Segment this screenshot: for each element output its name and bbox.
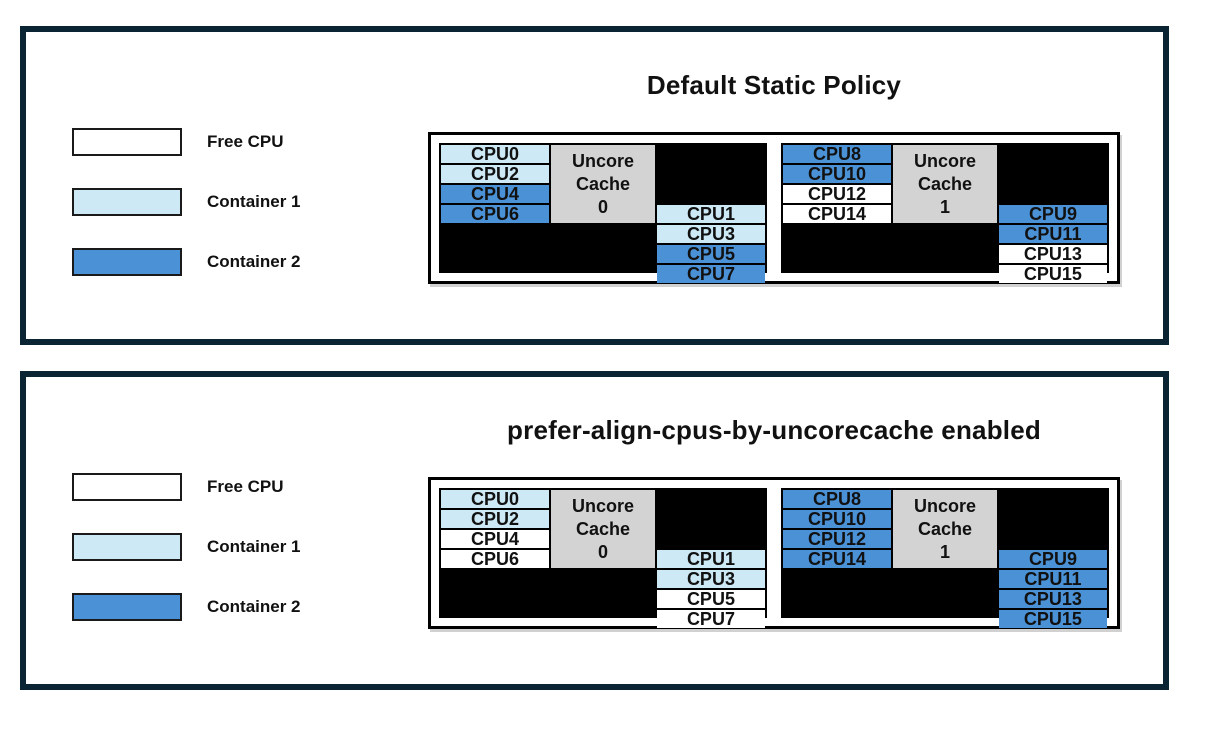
cpu-cell-cpu13: CPU13 [998, 245, 1107, 263]
cpu-cell-cpu4: CPU4 [441, 530, 550, 548]
cpu-cell-cpu5: CPU5 [656, 590, 765, 608]
uncore-cluster-0: CPU0 CPU2 CPU4 CPU6 Uncore Cache 0 CPU1 … [439, 488, 767, 628]
legend-swatch-container-2 [72, 248, 182, 276]
panel-prefer-align-cpus-by-uncorecache: prefer-align-cpus-by-uncorecache enabled… [20, 371, 1169, 690]
cpu-cell-cpu6: CPU6 [441, 205, 550, 223]
cpu-cell-cpu15: CPU15 [998, 265, 1107, 283]
cache-label-line: 0 [597, 542, 608, 562]
cache-label-line: Uncore [913, 496, 976, 516]
cpu-cell-cpu3: CPU3 [656, 570, 765, 588]
cpu-cell-cpu9: CPU9 [998, 550, 1107, 568]
legend-item-free-cpu: Free CPU [72, 128, 301, 156]
cpu-cell-cpu11: CPU11 [998, 570, 1107, 588]
cache-label-line: 1 [939, 542, 950, 562]
cache-label-line: Uncore [571, 496, 634, 516]
cpu-cell-cpu13: CPU13 [998, 590, 1107, 608]
cpu-cell-cpu0: CPU0 [441, 490, 550, 508]
legend-swatch-free-cpu [72, 128, 182, 156]
uncore-cluster-1: CPU8 CPU10 CPU12 CPU14 Uncore Cache 1 CP… [781, 488, 1109, 628]
cpu-cell-cpu10: CPU10 [783, 165, 892, 183]
legend-label: Container 2 [207, 252, 301, 271]
cache-label-line: Uncore [913, 151, 976, 171]
cache-label-line: Uncore [571, 151, 634, 171]
uncore-cluster-0: CPU0 CPU2 CPU4 CPU6 Uncore Cache 0 CPU1 … [439, 143, 767, 283]
cpu-cell-cpu2: CPU2 [441, 165, 550, 183]
cpu-cell-cpu10: CPU10 [783, 510, 892, 528]
cache-label-line: 1 [939, 197, 950, 217]
legend-label: Container 1 [207, 537, 301, 556]
uncore-cache-1-box: Uncore Cache 1 [893, 490, 997, 568]
legend-item-container-2: Container 2 [72, 248, 301, 276]
legend-item-container-1: Container 1 [72, 188, 301, 216]
cpu-cell-cpu0: CPU0 [441, 145, 550, 163]
cpu-cell-cpu12: CPU12 [783, 530, 892, 548]
cpu-cell-cpu7: CPU7 [656, 265, 765, 283]
cpu-cell-cpu14: CPU14 [783, 205, 892, 223]
legend: Free CPU Container 1 Container 2 [72, 128, 301, 276]
cpu-cell-cpu7: CPU7 [656, 610, 765, 628]
legend-item-container-2: Container 2 [72, 593, 301, 621]
cpu-topology-diagram: CPU0 CPU2 CPU4 CPU6 Uncore Cache 0 CPU1 … [428, 132, 1120, 284]
cache-label-line: 0 [597, 197, 608, 217]
legend-item-container-1: Container 1 [72, 533, 301, 561]
cache-label-line: Cache [917, 519, 972, 539]
panel-title: Default Static Policy [646, 70, 902, 100]
legend-item-free-cpu: Free CPU [72, 473, 301, 501]
legend-label: Container 2 [207, 597, 301, 616]
uncore-cache-1-box: Uncore Cache 1 [893, 145, 997, 223]
cpu-cell-cpu4: CPU4 [441, 185, 550, 203]
legend: Free CPU Container 1 Container 2 [72, 473, 301, 621]
legend-swatch-free-cpu [72, 473, 182, 501]
uncore-cache-0-box: Uncore Cache 0 [551, 145, 655, 223]
cache-label-line: Cache [575, 174, 630, 194]
legend-label: Free CPU [207, 132, 284, 151]
legend-swatch-container-1 [72, 188, 182, 216]
uncore-cache-0-box: Uncore Cache 0 [551, 490, 655, 568]
cpu-cell-cpu1: CPU1 [656, 550, 765, 568]
panel-default-static-policy: Default Static Policy Free CPU Container… [20, 26, 1169, 345]
cpu-cell-cpu9: CPU9 [998, 205, 1107, 223]
cpu-cell-cpu5: CPU5 [656, 245, 765, 263]
cpu-cell-cpu2: CPU2 [441, 510, 550, 528]
cpu-cell-cpu14: CPU14 [783, 550, 892, 568]
cache-label-line: Cache [575, 519, 630, 539]
cpu-cell-cpu3: CPU3 [656, 225, 765, 243]
legend-label: Free CPU [207, 477, 284, 496]
cpu-cell-cpu15: CPU15 [998, 610, 1107, 628]
cpu-cell-cpu8: CPU8 [783, 145, 892, 163]
cache-label-line: Cache [917, 174, 972, 194]
cpu-cell-cpu8: CPU8 [783, 490, 892, 508]
legend-swatch-container-1 [72, 533, 182, 561]
panel-title: prefer-align-cpus-by-uncorecache enabled [507, 415, 1041, 445]
legend-swatch-container-2 [72, 593, 182, 621]
cpu-topology-diagram: CPU0 CPU2 CPU4 CPU6 Uncore Cache 0 CPU1 … [428, 477, 1120, 629]
cpu-cell-cpu11: CPU11 [998, 225, 1107, 243]
cpu-cell-cpu12: CPU12 [783, 185, 892, 203]
cpu-cell-cpu6: CPU6 [441, 550, 550, 568]
cpu-cell-cpu1: CPU1 [656, 205, 765, 223]
legend-label: Container 1 [207, 192, 301, 211]
uncore-cluster-1: CPU8 CPU10 CPU12 CPU14 Uncore Cache 1 CP… [781, 143, 1109, 283]
